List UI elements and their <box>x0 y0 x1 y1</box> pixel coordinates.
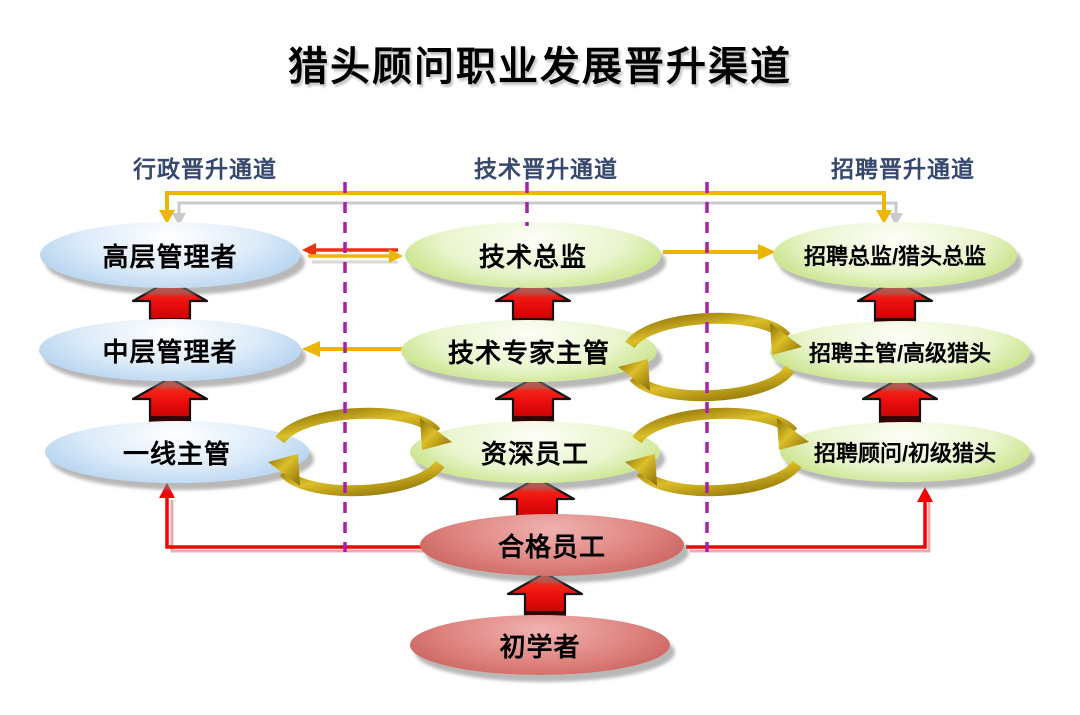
qualified-to-consultant-connector <box>686 487 933 553</box>
node-tech-director: 技术总监 <box>405 222 661 288</box>
qualified-to-supervisor-connector <box>159 483 428 553</box>
node-recruit-director: 招聘总监/猎头总监 <box>773 222 1017 288</box>
node-qualified-staff: 合格员工 <box>420 514 684 576</box>
node-tech-expert: 技术专家主管 <box>401 320 657 382</box>
node-firstline-supervisor: 一线主管 <box>45 421 309 483</box>
node-senior-staff: 资深员工 <box>410 421 660 483</box>
node-beginner: 初学者 <box>410 615 670 675</box>
channel-header-recruit: 招聘晋升通道 <box>831 156 975 182</box>
tech-to-recruit-arrow <box>663 244 776 260</box>
node-recruit-consultant: 招聘顾问/初级猎头 <box>780 422 1030 482</box>
node-recruit-supervisor: 招聘主管/高级猎头 <box>770 321 1030 383</box>
double-transfer-arrow <box>302 243 403 264</box>
channel-header-tech: 技术晋升通道 <box>474 156 618 182</box>
diagram-title: 猎头顾问职业发展晋升渠道 <box>288 45 792 89</box>
top-bracket-shadow <box>172 201 903 226</box>
node-middle-manager: 中层管理者 <box>39 319 301 381</box>
expert-to-manager-arrow <box>302 341 403 357</box>
node-top-manager: 高层管理者 <box>40 222 300 288</box>
channel-header-admin: 行政晋升通道 <box>133 156 277 182</box>
